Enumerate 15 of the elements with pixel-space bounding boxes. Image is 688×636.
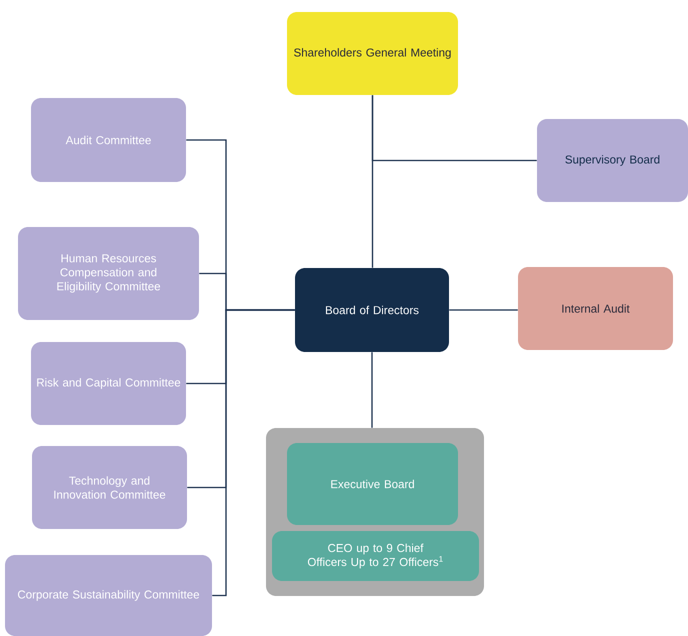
committee-box: Risk and Capital Committee <box>31 342 186 425</box>
committee-box: Audit Committee <box>31 98 186 182</box>
connector-line <box>212 309 295 596</box>
committee-box: Human Resources Compensation and Eligibility Committee <box>18 227 199 320</box>
connector-line <box>449 309 518 311</box>
officers-box: CEO up to 9 Chief Officers Up to 27 Officers$^{1}$ <box>272 531 479 581</box>
committee-box: Corporate Sustainability Committee <box>5 555 212 636</box>
audit-box: Internal Audit <box>518 267 673 350</box>
board-box: Board of Directors <box>295 268 449 352</box>
board-box: Supervisory Board <box>537 119 688 202</box>
connector-line <box>371 352 373 428</box>
meeting-box: Shareholders General Meeting <box>287 12 458 95</box>
committee-box: Technology and Innovation Committee <box>32 446 187 529</box>
board-box: Executive Board <box>287 443 458 525</box>
connector-line <box>372 95 537 162</box>
